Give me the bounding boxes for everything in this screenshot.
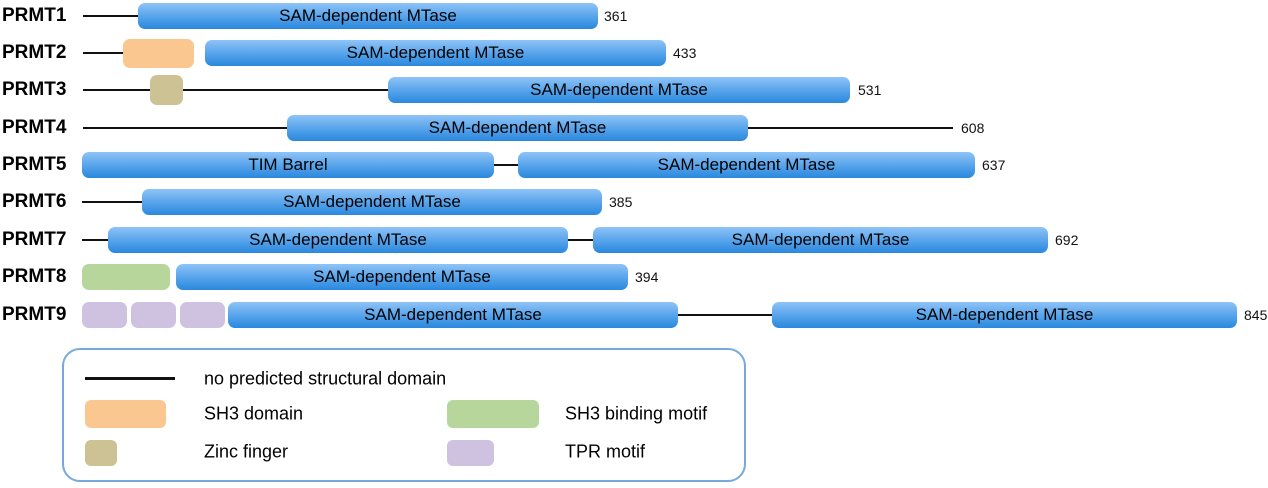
backbone-line [83,52,123,54]
domain-box-sh3-binding [82,264,170,290]
domain-label: SAM-dependent MTase [313,267,491,286]
domain-label: SAM-dependent MTase [249,230,427,249]
residue-count: 361 [604,8,628,24]
backbone-line [83,127,287,129]
domain-box-zinc [150,75,183,105]
domain-label: SAM-dependent MTase [657,155,836,174]
residue-count: 433 [673,45,697,61]
protein-label: PRMT7 [2,229,67,250]
protein-label: PRMT2 [2,42,67,63]
residue-count: 692 [1055,232,1079,248]
domain-label: SAM-dependent MTase [428,118,607,137]
backbone-line [83,89,150,91]
backbone-line [678,314,772,316]
legend-swatch-line [85,377,175,380]
domain-label: TIM Barrel [248,155,328,174]
protein-label: PRMT1 [2,5,67,26]
backbone-line [748,127,953,129]
domain-box-tpr [131,302,176,328]
legend-label: no predicted structural domain [204,368,447,389]
legend-label: Zinc finger [204,441,289,462]
domain-box-tpr [180,302,225,328]
legend-swatch-tpr [447,440,494,466]
domain-box-sam-mtase: SAM-dependent MTase [593,227,1048,253]
protein-label: PRMT4 [2,117,67,138]
domain-box-sam-mtase: SAM-dependent MTase [518,152,975,178]
domain-label: SAM-dependent MTase [530,80,708,99]
domain-box-sam-mtase: SAM-dependent MTase [772,302,1237,328]
domain-box-sam-mtase: SAM-dependent MTase [205,40,666,66]
domain-box-tim-barrel: TIM Barrel [82,152,494,178]
backbone-line [82,239,108,241]
domain-box-sam-mtase: SAM-dependent MTase [228,302,678,328]
domain-box-sam-mtase: SAM-dependent MTase [287,115,748,141]
domain-box-sh3 [123,38,194,68]
protein-label: PRMT9 [2,304,67,325]
legend-label: TPR motif [565,441,646,462]
backbone-line [83,15,138,17]
domain-box-sam-mtase: SAM-dependent MTase [108,227,568,253]
domain-label: SAM-dependent MTase [364,305,542,324]
domain-box-sam-mtase: SAM-dependent MTase [388,77,850,103]
domain-label: SAM-dependent MTase [731,230,910,249]
domain-box-sam-mtase: SAM-dependent MTase [138,3,598,29]
residue-count: 845 [1244,307,1268,323]
protein-label: PRMT3 [2,79,67,100]
protein-label: PRMT5 [2,154,67,175]
domain-box-sam-mtase: SAM-dependent MTase [176,264,628,290]
residue-count: 608 [961,120,985,136]
residue-count: 531 [858,82,882,98]
backbone-line [183,89,388,91]
domain-label: SAM-dependent MTase [915,305,1094,324]
residue-count: 385 [609,194,633,210]
residue-count: 637 [982,157,1006,173]
backbone-line [82,201,142,203]
legend-swatch-sh3-binding [447,400,539,428]
domain-label: SAM-dependent MTase [346,43,525,62]
domain-box-sam-mtase: SAM-dependent MTase [142,189,602,215]
legend-swatch-sh3 [85,400,166,428]
domain-box-tpr [82,302,127,328]
protein-label: PRMT6 [2,191,67,212]
backbone-line [494,164,518,166]
legend-label: SH3 domain [204,403,304,424]
domain-label: SAM-dependent MTase [279,6,457,25]
legend-label: SH3 binding motif [565,403,708,424]
backbone-line [568,239,593,241]
domain-label: SAM-dependent MTase [283,192,461,211]
residue-count: 394 [635,269,659,285]
legend-swatch-zinc [85,440,117,466]
protein-label: PRMT8 [2,266,67,287]
